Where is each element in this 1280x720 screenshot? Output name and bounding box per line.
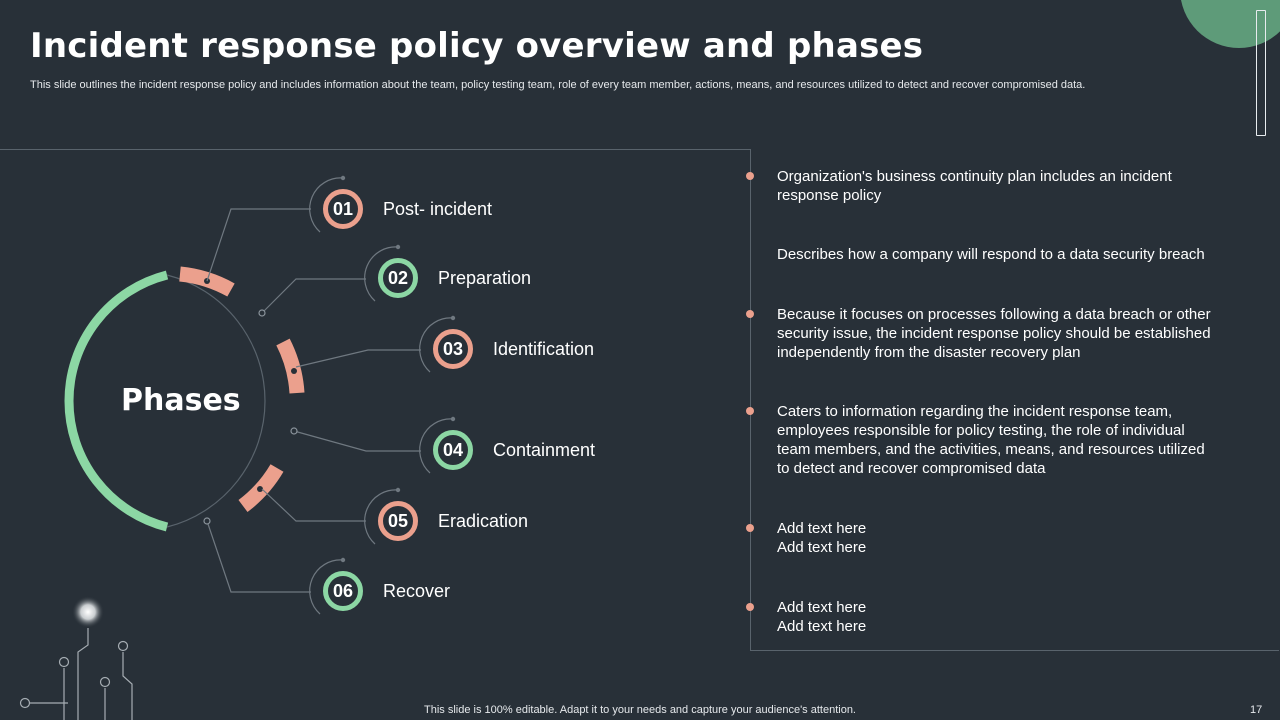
phase-label: Post- incident xyxy=(383,198,493,219)
circuit-decoration xyxy=(19,596,133,720)
corner-decoration-bar xyxy=(1256,10,1266,136)
footer-note: This slide is 100% editable. Adapt it to… xyxy=(424,704,856,716)
panel-top-divider xyxy=(0,149,750,150)
phases-grey-arc xyxy=(166,274,266,528)
bullet-item: Add text here Add text here xyxy=(746,598,1247,636)
phase-label: Recover xyxy=(383,580,451,601)
bullet-dot xyxy=(746,172,754,180)
ring-outer-arcs xyxy=(309,177,454,615)
phase-item-02: 02 Preparation xyxy=(378,258,531,298)
phase-connectors xyxy=(206,208,421,593)
phases-green-arc xyxy=(64,270,169,532)
phase-number-ring: 06 xyxy=(323,571,363,611)
bullet-item: Because it focuses on processes followin… xyxy=(746,305,1247,362)
bullet-dot xyxy=(746,524,754,532)
phases-center-label: Phases xyxy=(121,383,241,418)
phase-number-ring: 02 xyxy=(378,258,418,298)
bullet-dot xyxy=(746,407,754,415)
bullet-item: Caters to information regarding the inci… xyxy=(746,402,1247,478)
bullet-item: Add text here Add text here xyxy=(746,519,1247,557)
phase-item-06: 06 Recover xyxy=(323,571,450,611)
text-panel-frame xyxy=(750,149,1279,651)
bullet-item: Describes how a company will respond to … xyxy=(777,246,1205,263)
bullet-dot xyxy=(746,603,754,611)
page-number: 17 xyxy=(1250,704,1263,716)
page-subtitle: This slide outlines the incident respons… xyxy=(30,79,1086,91)
phase-item-04: 04 Containment xyxy=(433,430,595,470)
ring-arc-dots xyxy=(340,175,456,563)
bullet-dot xyxy=(746,310,754,318)
phase-item-03: 03 Identification xyxy=(433,329,594,369)
phase-label: Eradication xyxy=(438,510,529,531)
page-title: Incident response policy overview and ph… xyxy=(30,26,924,66)
connector-nodes xyxy=(203,309,298,525)
phase-label: Preparation xyxy=(438,267,532,288)
phase-number-ring: 04 xyxy=(433,430,473,470)
phase-label: Identification xyxy=(493,338,595,359)
phase-number-ring: 01 xyxy=(323,189,363,229)
bullet-item: Organization's business continuity plan … xyxy=(746,167,1247,205)
phase-number-ring: 05 xyxy=(378,501,418,541)
phase-item-01: 01 Post- incident xyxy=(323,189,492,229)
phase-number-ring: 03 xyxy=(433,329,473,369)
phase-item-05: 05 Eradication xyxy=(378,501,528,541)
phases-diagram xyxy=(64,175,456,615)
phase-label: Containment xyxy=(493,439,596,460)
